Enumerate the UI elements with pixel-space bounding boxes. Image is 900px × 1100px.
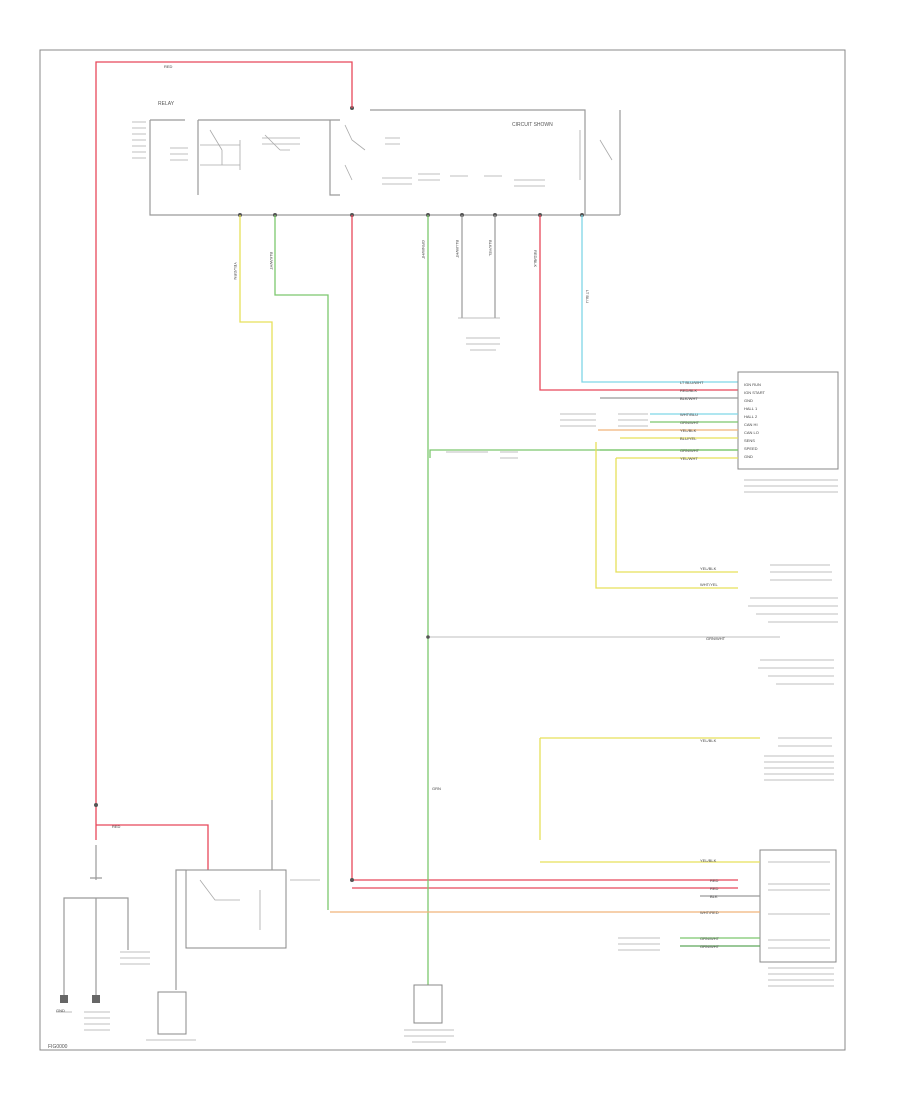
c1-pin-8: SENS xyxy=(744,438,755,443)
connector-right-1: IGN RUN IGN START GND HALL 1 HALL 2 CAN … xyxy=(446,371,839,589)
c1-pin-9: SPEED xyxy=(744,446,758,451)
red-bottom-label: RED xyxy=(112,824,121,829)
green-left-label: BLK/WHT xyxy=(269,252,274,270)
drop-label-1: BLU/WHT xyxy=(455,240,460,259)
c1-pin-3: GND xyxy=(744,398,753,403)
c5-wire-4: BLK xyxy=(710,894,718,899)
red-wire-secondary xyxy=(350,215,738,889)
relay-label: RELAY xyxy=(158,101,175,107)
c5-wire-7: GRN/WHT xyxy=(700,944,720,949)
connector-right-4: YEL/BLK xyxy=(539,737,834,840)
red-drop-label: RED/BLK xyxy=(533,250,538,267)
figure-number: FIG0000 xyxy=(48,1044,68,1050)
yellow-wire: YEL/GRN xyxy=(233,215,273,800)
red-wire-main: RED xyxy=(95,61,353,805)
ground-terminal-2 xyxy=(92,995,100,1003)
bottom-relay xyxy=(175,800,320,990)
connector-right-3: GRN/WHT xyxy=(706,636,834,685)
c3-wire-1: GRN/WHT xyxy=(706,636,726,641)
c1-wire-9: GRN/WHT xyxy=(680,448,700,453)
red-cyan-wires: RED/BLK LT BLU xyxy=(533,215,738,391)
bottom-left-connector xyxy=(146,991,196,1041)
c1-wire-3: BLK/WHT xyxy=(680,396,698,401)
green-wire-main: GRN/WHT GRN xyxy=(421,215,738,985)
green-main-label: GRN/WHT xyxy=(421,240,426,260)
bottom-center-sensor xyxy=(404,984,454,1043)
drop-label-2: BLK/YEL xyxy=(488,240,493,257)
c1-wire-10: YEL/WHT xyxy=(680,456,698,461)
red-top-label: RED xyxy=(164,64,173,69)
c5-wire-3: RED xyxy=(710,886,719,891)
green-mid-label: GRN xyxy=(432,786,441,791)
c1-pin-1: IGN RUN xyxy=(744,382,761,387)
c1-wire-4: WHT/BLU xyxy=(680,412,698,417)
c5-wire-2: RED xyxy=(710,878,719,883)
c1-pin-5: HALL 2 xyxy=(744,414,758,419)
c1-pin-10: GND xyxy=(744,454,753,459)
connector-right-1-pin-labels: IGN RUN IGN START GND HALL 1 HALL 2 CAN … xyxy=(744,382,766,459)
module-title: CIRCUIT SHOWN xyxy=(512,122,553,128)
c1-wire-7: BLU/YEL xyxy=(680,436,697,441)
c1-pin-2: IGN START xyxy=(744,390,766,395)
connector-right-5: YEL/BLK RED RED BLK WHT/RED GRN/WHT GRN/… xyxy=(330,849,837,987)
yellow-label: YEL/GRN xyxy=(233,262,238,280)
connector-right-2: YEL/BLK WHT/YEL xyxy=(700,564,838,623)
cyan-drop-label: LT BLU xyxy=(585,290,590,303)
c5-wire-6: GRN/WHT xyxy=(700,936,720,941)
c1-wire-2: RED/BLK xyxy=(680,388,697,393)
relay-block: RELAY CIRCUIT SHOWN xyxy=(149,101,621,216)
diagram-frame xyxy=(39,49,846,1051)
block-label-marks xyxy=(132,121,545,187)
gray-splice xyxy=(426,635,780,639)
ground-drops: BLU/WHT BLK/YEL xyxy=(455,215,500,351)
c1-pin-4: HALL 1 xyxy=(744,406,758,411)
c2-wire-1: YEL/BLK xyxy=(700,566,717,571)
ground-label: GND xyxy=(56,1008,65,1013)
c4-wire-1: YEL/BLK xyxy=(700,738,717,743)
c2-wire-2: WHT/YEL xyxy=(700,582,719,587)
c1-pin-7: CAN LO xyxy=(744,430,759,435)
ground-terminal-1 xyxy=(60,995,68,1003)
connector-right-1-wire-labels: LT BLU/WHT RED/BLK BLK/WHT WHT/BLU GRN/W… xyxy=(680,380,704,461)
c1-wire-1: LT BLU/WHT xyxy=(680,380,704,385)
c5-wire-5: WHT/RED xyxy=(700,910,719,915)
green-wire-left: BLK/WHT xyxy=(269,215,329,910)
c1-wire-6: YEL/BLK xyxy=(680,428,697,433)
bottom-left-fuse: RED xyxy=(56,803,209,1031)
c5-wire-1: YEL/BLK xyxy=(700,858,717,863)
c1-wire-5: GRN/WHT xyxy=(680,420,700,425)
c1-pin-6: CAN HI xyxy=(744,422,758,427)
